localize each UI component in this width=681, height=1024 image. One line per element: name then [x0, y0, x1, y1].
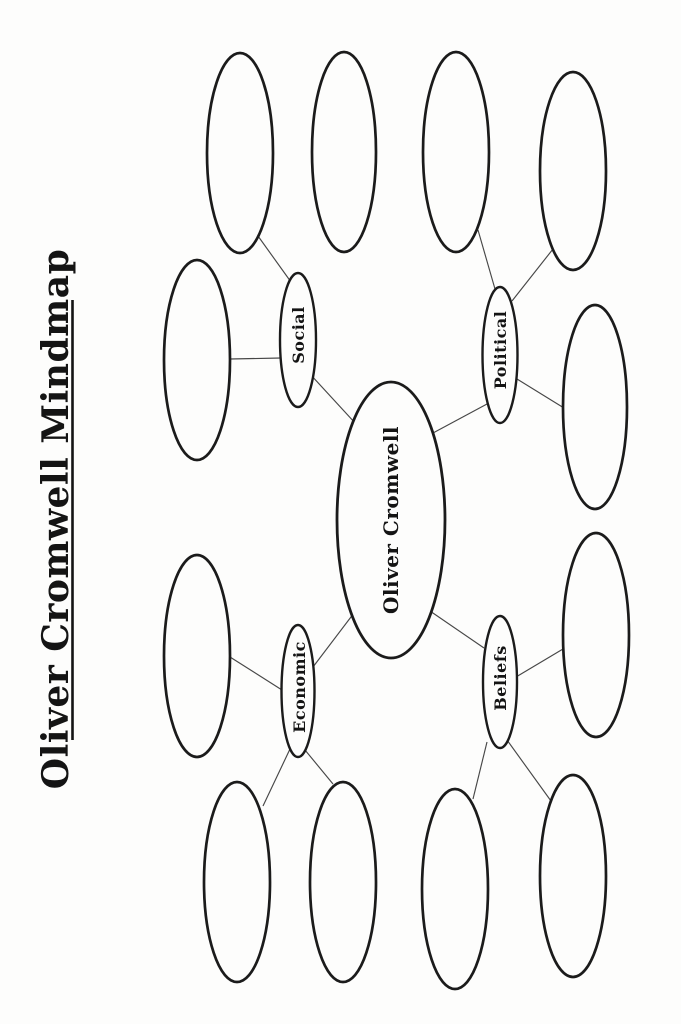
connector-social-top-node [257, 235, 292, 283]
branch-ellipse-social [278, 271, 318, 409]
empty-node-ellipse [202, 780, 272, 984]
connector-political-topright-node [511, 248, 554, 302]
branch-ellipse-beliefs [481, 614, 519, 750]
center-label: Oliver Cromwell [379, 426, 403, 614]
branch-label-beliefs: Beliefs [491, 645, 510, 710]
connector-economic-center [312, 612, 355, 668]
connector-social-left-node [229, 357, 282, 360]
connector-political-center [432, 403, 488, 434]
empty-nodes [162, 50, 631, 991]
page-title-group: Oliver Cromwell Mindmap [35, 249, 77, 790]
connector-beliefs-center [429, 610, 485, 649]
branch-beliefs: Beliefs [481, 614, 519, 750]
connector-lines [229, 229, 565, 807]
connector-beliefs-bottomleft-node [472, 741, 488, 800]
connector-political-top-node [477, 229, 496, 290]
empty-node-ellipse [421, 50, 491, 254]
empty-node-ellipse [310, 50, 378, 254]
branch-label-social: Social [289, 306, 308, 364]
branch-political: Political [481, 285, 519, 425]
connector-beliefs-bottomright-node [506, 739, 552, 802]
connector-beliefs-right-node [515, 648, 564, 678]
branch-ellipse-political [481, 285, 519, 425]
connector-economic-left-node [229, 656, 283, 691]
branch-label-economic: Economic [290, 641, 309, 733]
branch-ellipse-economic [280, 623, 316, 759]
empty-node-ellipse [420, 787, 490, 991]
connector-economic-bottomleft-node [262, 748, 291, 807]
empty-node-ellipse [308, 780, 378, 984]
page-title: Oliver Cromwell Mindmap [35, 249, 77, 790]
center-node: Oliver Cromwell [335, 380, 447, 660]
empty-node-ellipse [162, 553, 232, 759]
branch-economic: Economic [280, 623, 316, 759]
empty-node-ellipse [561, 303, 629, 511]
empty-node-ellipse [538, 773, 608, 979]
empty-node-ellipse [561, 531, 631, 739]
center-ellipse [335, 380, 447, 660]
connector-economic-bottomright-node [304, 749, 334, 785]
connector-political-right-node [516, 378, 565, 409]
connector-social-center [309, 373, 357, 425]
branch-social: Social [278, 271, 318, 409]
empty-node-ellipse [205, 51, 275, 255]
branch-label-political: Political [491, 311, 510, 390]
empty-node-ellipse [162, 258, 232, 462]
empty-node-ellipse [538, 70, 608, 272]
